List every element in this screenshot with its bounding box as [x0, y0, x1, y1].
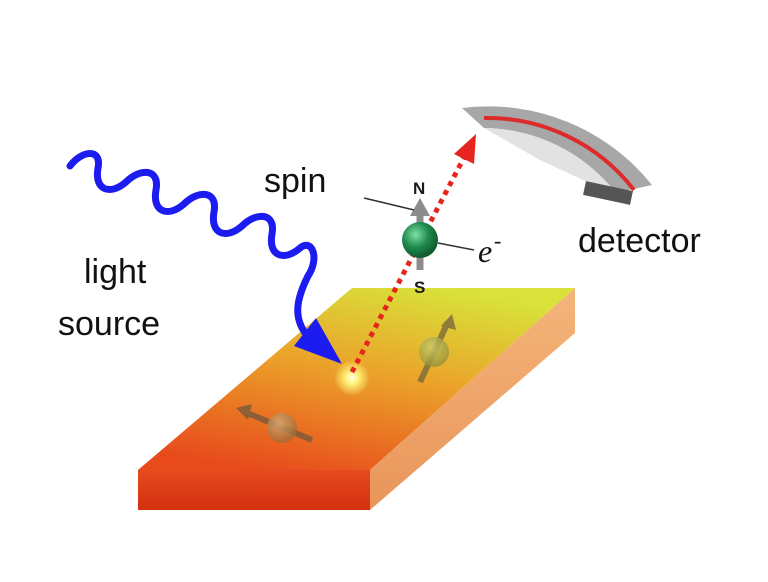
photoelectron-arrowhead — [454, 134, 476, 164]
spin-leader — [363, 197, 415, 211]
electron-leader — [437, 242, 475, 251]
spin-arrowhead — [410, 198, 430, 216]
electron-label: e — [478, 233, 492, 269]
detector-label: detector — [578, 222, 701, 260]
south-pole-label: S — [414, 278, 425, 297]
light-source-label-line1: light — [84, 253, 147, 291]
spin-label: spin — [264, 162, 326, 200]
detector-sensor-block — [583, 181, 633, 205]
light-source-label-line2: source — [58, 305, 160, 343]
sample-spin-right — [417, 314, 456, 384]
sample-front-face — [138, 470, 370, 510]
sample-slab — [138, 288, 575, 510]
north-pole-label: N — [413, 179, 425, 198]
photoelectron — [363, 197, 475, 270]
sample-spin-left — [236, 404, 314, 443]
sample-side-face — [370, 288, 575, 510]
detector-inner-chamber — [484, 128, 616, 193]
light-wave — [66, 150, 318, 338]
electron-ball — [402, 222, 438, 258]
excitation-spot — [334, 360, 370, 396]
detector — [462, 106, 652, 205]
electron-charge-sup: - — [494, 228, 501, 253]
photoelectron-path — [349, 148, 471, 374]
detector-stripe — [483, 115, 636, 192]
light-arrowhead — [294, 318, 342, 364]
detector-outer-shell — [462, 106, 652, 193]
